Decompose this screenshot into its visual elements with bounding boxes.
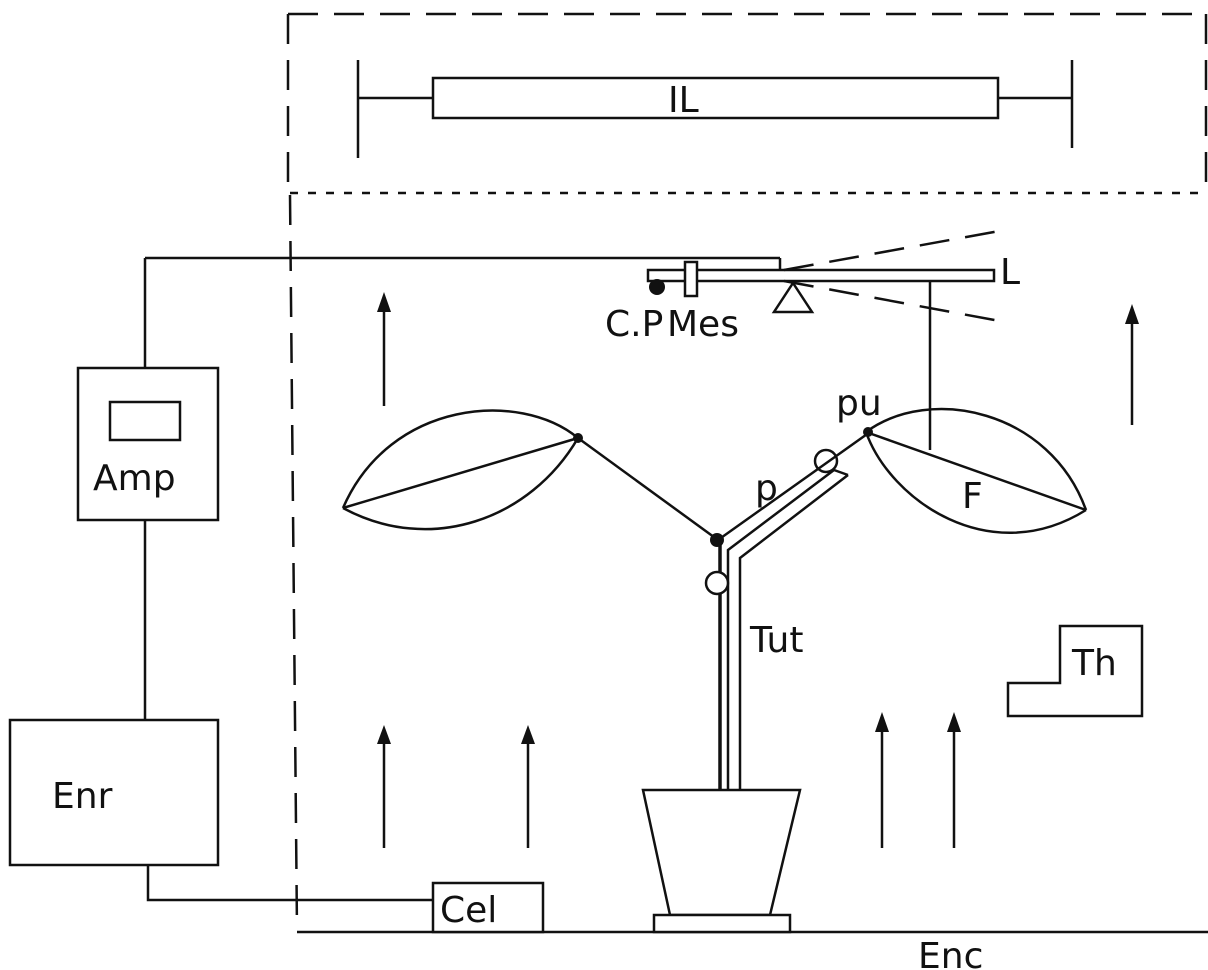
leaf-label: F [962, 476, 983, 517]
fulcrum-triangle [771, 280, 815, 314]
airflow-arrow [377, 725, 391, 848]
thermostat-box [1006, 624, 1144, 718]
airflow-arrow [521, 725, 535, 848]
airflow-arrow [947, 712, 961, 848]
airflow-arrow [377, 292, 391, 406]
lamp-label: IL [668, 80, 699, 121]
measure-label: Mes [667, 304, 739, 345]
right-petiole [717, 430, 871, 542]
recorder-box [8, 718, 220, 867]
enclosure-dashed-boundary [286, 12, 1208, 931]
right-leaf [864, 407, 1088, 534]
counterweight-label: C.P [605, 304, 663, 345]
left-leaf [341, 409, 580, 531]
airflow-arrow [875, 712, 889, 848]
petiole-label: p [755, 468, 778, 509]
airflow-arrow [1125, 304, 1139, 425]
support-tube [726, 468, 849, 790]
lamp [356, 60, 1074, 158]
thermostat-label: Th [1071, 643, 1117, 684]
cell-box [431, 881, 545, 934]
lever-label: L [1000, 252, 1020, 293]
amplifier-box [76, 366, 220, 522]
counterweight-mass [649, 279, 665, 295]
left-petiole [577, 436, 719, 542]
recorder-label: Enr [52, 776, 113, 817]
right-pulvinus [863, 427, 873, 437]
left-pulvinus [573, 433, 583, 443]
stem-clamp-ring [704, 570, 730, 596]
cell-wire [146, 865, 435, 902]
plant-pot [641, 788, 802, 934]
amplifier-label: Amp [93, 458, 176, 499]
enclosure-label: Enc [918, 936, 983, 970]
pulvinus-label: pu [836, 383, 882, 424]
cell-label: Cel [440, 890, 497, 931]
lever [145, 228, 1006, 450]
support-label: Tut [749, 620, 803, 661]
petiole-junction [710, 533, 724, 547]
